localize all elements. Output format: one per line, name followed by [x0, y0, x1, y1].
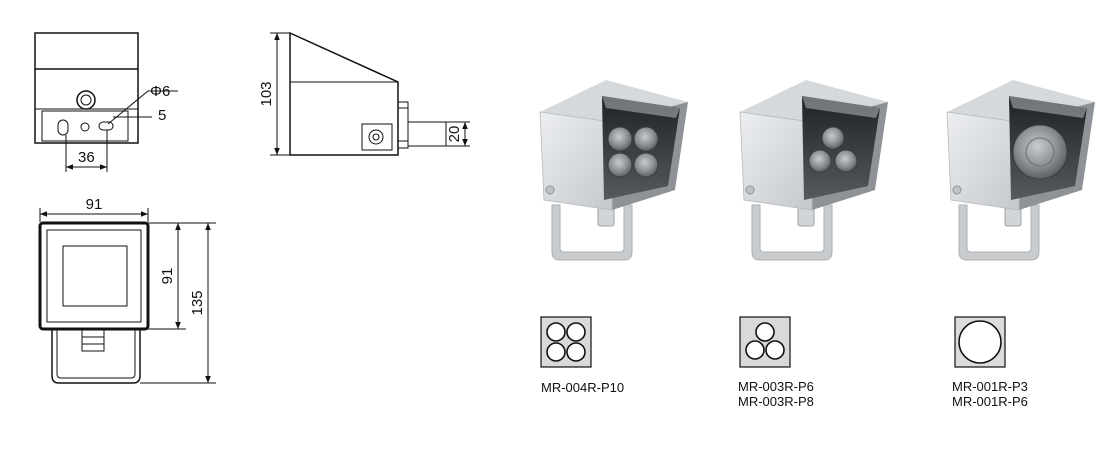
phi6-leader — [107, 90, 149, 125]
render-led — [633, 152, 659, 178]
led-layout-circle — [546, 322, 566, 342]
render-front-face — [539, 111, 613, 211]
render-led — [1012, 124, 1068, 180]
render-led — [607, 152, 633, 178]
led-layout-circle — [566, 342, 586, 362]
front-window — [62, 245, 128, 307]
front-housing — [38, 221, 150, 331]
model-name-p6-2: MR-003R-P8 — [738, 394, 814, 409]
led-layout-circle — [765, 340, 785, 360]
render-front-face — [946, 111, 1020, 211]
rear-top-cap — [34, 32, 139, 70]
rear-mount-bracket — [41, 110, 129, 142]
side-view-drawing: 103 20 — [258, 31, 470, 156]
model-name-p10-1: MR-004R-P10 — [541, 380, 624, 395]
render-bracket — [958, 204, 1040, 261]
product-render-p10 — [539, 80, 688, 261]
led-layout-circle — [958, 320, 1002, 364]
slot-width-label: 5 — [158, 107, 166, 124]
hole-diameter-label: Φ6 — [150, 83, 170, 100]
front-width-label: 91 — [86, 196, 103, 213]
front-window-height-label: 91 — [159, 268, 176, 285]
rear-cable-gland — [76, 90, 96, 110]
model-name-p3-2: MR-001R-P6 — [952, 394, 1028, 409]
product-renders — [539, 80, 1095, 368]
side-body-outline — [289, 31, 399, 156]
side-connector-box — [361, 123, 393, 151]
side-cable — [407, 121, 447, 147]
led-layout-icon-p6 — [739, 316, 791, 368]
render-screw-icon — [545, 185, 555, 195]
render-led-ring — [1025, 137, 1055, 167]
rear-view-drawing: Φ6 5 36 — [34, 32, 178, 172]
model-name-p3-1: MR-001R-P3 — [952, 379, 1028, 394]
render-screw-icon — [952, 185, 962, 195]
front-bracket — [51, 329, 141, 384]
front-total-height-label: 135 — [189, 290, 206, 315]
render-visor-shade — [1009, 96, 1087, 118]
product-render-p3 — [946, 80, 1095, 261]
front-bezel — [46, 229, 142, 323]
led-layout-frame — [540, 316, 592, 368]
mount-spacing-label: 36 — [78, 149, 95, 166]
render-front-face — [739, 111, 813, 211]
render-led — [808, 149, 832, 173]
render-led — [633, 126, 659, 152]
model-name-p6-1: MR-003R-P6 — [738, 379, 814, 394]
render-led — [834, 149, 858, 173]
rear-cable-gland-inner — [80, 94, 92, 106]
rear-screw-hole — [80, 122, 90, 132]
render-cavity — [802, 96, 880, 200]
led-layout-circle — [745, 340, 765, 360]
rear-left-slot — [57, 119, 69, 136]
rear-right-slot — [98, 121, 114, 131]
render-bracket — [551, 204, 633, 261]
front-gland — [81, 328, 105, 352]
rear-body-outline — [34, 69, 139, 144]
product-render-p6 — [739, 80, 888, 261]
gland-diameter-label: 20 — [446, 126, 463, 143]
render-visor-shade — [802, 96, 880, 118]
led-layout-circle — [566, 322, 586, 342]
side-height-label: 103 — [258, 81, 275, 106]
front-view-drawing: 91 91 135 — [38, 196, 216, 384]
led-layout-circle — [546, 342, 566, 362]
render-visor-shade — [602, 96, 680, 118]
render-bracket — [751, 204, 833, 261]
render-led — [607, 126, 633, 152]
led-layout-icon-p3 — [954, 316, 1006, 368]
led-layout-icon-p10 — [540, 316, 592, 368]
render-screw-icon — [745, 185, 755, 195]
render-led — [821, 126, 845, 150]
led-layout-circle — [755, 322, 775, 342]
